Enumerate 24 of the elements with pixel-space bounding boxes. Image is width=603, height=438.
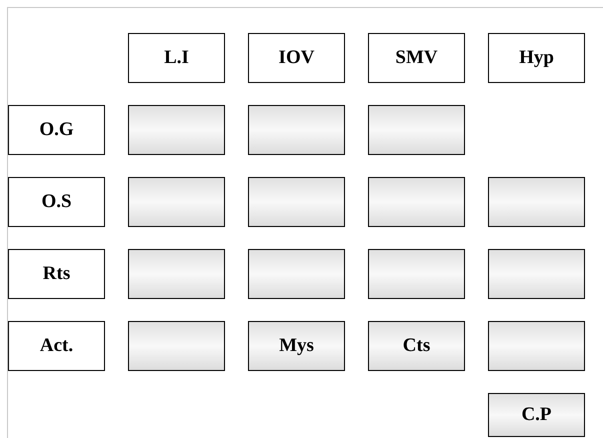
empty-cell xyxy=(128,177,225,227)
empty-cell xyxy=(248,177,345,227)
empty-cell xyxy=(368,249,465,299)
row-header: O.S xyxy=(8,177,105,227)
cell-label: Cts xyxy=(368,321,465,371)
cell-label: C.P xyxy=(488,393,585,437)
empty-cell xyxy=(488,321,585,371)
empty-cell xyxy=(128,321,225,371)
cell-label: Mys xyxy=(248,321,345,371)
column-header: L.I xyxy=(128,33,225,83)
empty-cell xyxy=(248,249,345,299)
empty-cell xyxy=(128,105,225,155)
row-header: O.G xyxy=(8,105,105,155)
empty-cell xyxy=(488,249,585,299)
empty-cell xyxy=(128,249,225,299)
empty-cell xyxy=(368,105,465,155)
row-header: Rts xyxy=(8,249,105,299)
row-header: Act. xyxy=(8,321,105,371)
empty-cell xyxy=(368,177,465,227)
column-header: Hyp xyxy=(488,33,585,83)
empty-cell xyxy=(488,177,585,227)
empty-cell xyxy=(248,105,345,155)
column-header: IOV xyxy=(248,33,345,83)
column-header: SMV xyxy=(368,33,465,83)
